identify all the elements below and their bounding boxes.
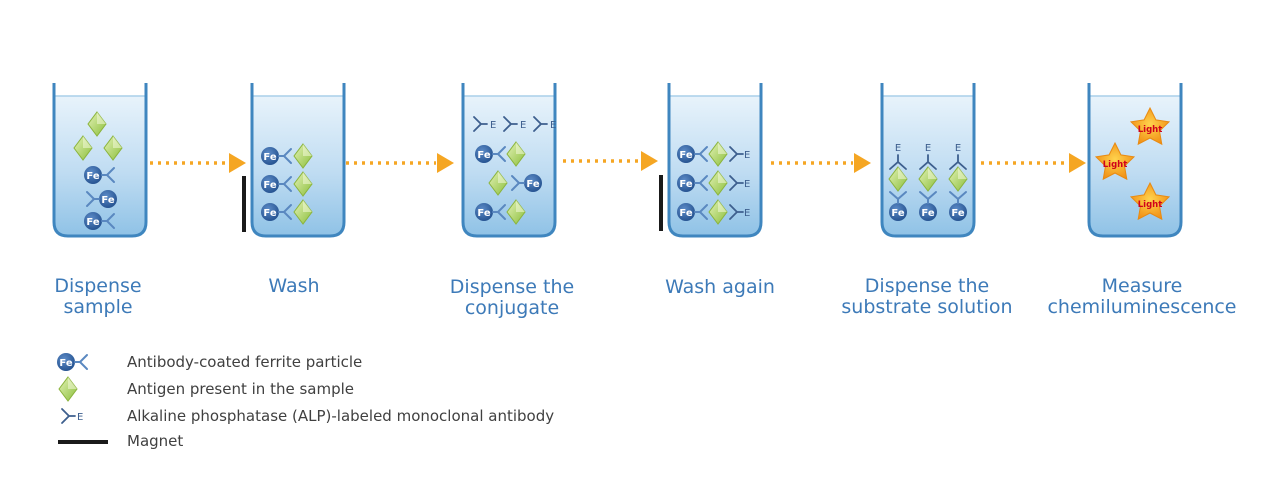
alp-antibody-icon: E xyxy=(729,175,750,191)
beaker-5 xyxy=(880,83,976,238)
ferrite-particle-icon: Fe xyxy=(56,352,88,372)
svg-text:Fe: Fe xyxy=(86,171,99,182)
alp-antibody-icon: E xyxy=(729,146,750,162)
svg-text:E: E xyxy=(744,208,750,219)
svg-text:Fe: Fe xyxy=(263,180,276,191)
ferrite-particle-icon: Fe xyxy=(676,144,708,164)
step-5-contents: E Fe E Fe E Fe xyxy=(888,143,968,222)
legend-text-alp: Alkaline phosphatase (ALP)-labeled monoc… xyxy=(127,407,555,425)
ferrite-particle-icon: Fe xyxy=(83,211,115,231)
svg-text:Fe: Fe xyxy=(477,150,490,161)
ferrite-particle-icon: Fe xyxy=(474,202,506,222)
step-2-contents: Fe Fe Fe xyxy=(260,143,313,225)
svg-text:Light: Light xyxy=(1103,160,1128,170)
ferrite-particle-icon: Fe xyxy=(474,144,506,164)
svg-text:E: E xyxy=(955,143,961,154)
svg-text:Fe: Fe xyxy=(951,208,964,219)
sandwich-complex: E Fe xyxy=(888,143,908,222)
svg-text:Fe: Fe xyxy=(59,358,72,369)
svg-text:Fe: Fe xyxy=(921,208,934,219)
legend-text-antigen: Antigen present in the sample xyxy=(127,380,354,398)
ferrite-particle-icon: Fe xyxy=(676,173,708,193)
svg-text:E: E xyxy=(77,412,83,423)
svg-text:E: E xyxy=(744,179,750,190)
svg-text:Fe: Fe xyxy=(679,150,692,161)
arrow-1 xyxy=(150,153,246,173)
ferrite-particle-icon: Fe xyxy=(511,173,543,193)
arrow-2 xyxy=(346,153,454,173)
legend-text-magnet: Magnet xyxy=(127,432,184,450)
step-6-contents: Light Light Light xyxy=(1095,107,1170,220)
step-label-wash: Wash xyxy=(268,275,320,297)
light-star-icon: Light xyxy=(1095,142,1135,180)
svg-text:E: E xyxy=(520,120,526,131)
svg-text:Light: Light xyxy=(1138,200,1163,210)
beaker-1 xyxy=(52,83,148,238)
arrow-3 xyxy=(563,151,658,171)
ferrite-particle-icon: Fe xyxy=(260,202,292,222)
alp-antibody-icon: E xyxy=(61,408,83,424)
step-1-contents: Fe Fe Fe xyxy=(73,111,123,231)
beaker-4 xyxy=(667,83,763,238)
legend-icons: Fe E xyxy=(56,352,108,444)
ferrite-particle-icon: Fe xyxy=(676,202,708,222)
svg-text:E: E xyxy=(490,120,496,131)
ferrite-particle-icon: Fe xyxy=(86,189,118,209)
svg-text:Fe: Fe xyxy=(891,208,904,219)
arrow-5 xyxy=(981,153,1086,173)
svg-text:Fe: Fe xyxy=(679,179,692,190)
svg-text:Fe: Fe xyxy=(477,208,490,219)
svg-text:Fe: Fe xyxy=(679,208,692,219)
svg-text:Fe: Fe xyxy=(86,217,99,228)
light-star-icon: Light xyxy=(1130,182,1170,220)
step-3-contents: E E E Fe Fe Fe xyxy=(473,116,556,225)
magnet-2 xyxy=(659,175,663,231)
ferrite-particle-icon: Fe xyxy=(260,174,292,194)
svg-text:E: E xyxy=(744,150,750,161)
step-label-wash-again: Wash again xyxy=(665,276,775,298)
svg-text:Light: Light xyxy=(1138,125,1163,135)
sandwich-complex: E Fe xyxy=(918,143,938,222)
beaker-2 xyxy=(250,83,346,238)
ferrite-particle-icon: Fe xyxy=(83,165,115,185)
alp-antibody-icon: E xyxy=(729,204,750,220)
ferrite-particle-icon: Fe xyxy=(260,146,292,166)
svg-text:Fe: Fe xyxy=(101,195,114,206)
svg-text:E: E xyxy=(895,143,901,154)
magnet-1 xyxy=(242,176,246,232)
arrow-4 xyxy=(771,153,871,173)
beaker-3 xyxy=(461,83,557,238)
beakers xyxy=(52,83,1183,238)
sandwich-complex: E Fe xyxy=(948,143,968,222)
light-star-icon: Light xyxy=(1130,107,1170,145)
alp-antibody-icon: E xyxy=(503,116,526,132)
svg-text:Fe: Fe xyxy=(526,179,539,190)
legend-text-ferrite: Antibody-coated ferrite particle xyxy=(127,353,363,371)
svg-text:Fe: Fe xyxy=(263,208,276,219)
svg-text:Fe: Fe xyxy=(263,152,276,163)
alp-antibody-icon: E xyxy=(473,116,496,132)
step-4-contents: Fe E Fe E Fe E xyxy=(676,141,750,225)
alp-antibody-icon: E xyxy=(533,116,556,132)
svg-text:E: E xyxy=(925,143,931,154)
magnet-icon xyxy=(58,440,108,444)
antigen-icon xyxy=(58,376,78,402)
svg-text:E: E xyxy=(550,120,556,131)
arrows xyxy=(150,151,1086,173)
